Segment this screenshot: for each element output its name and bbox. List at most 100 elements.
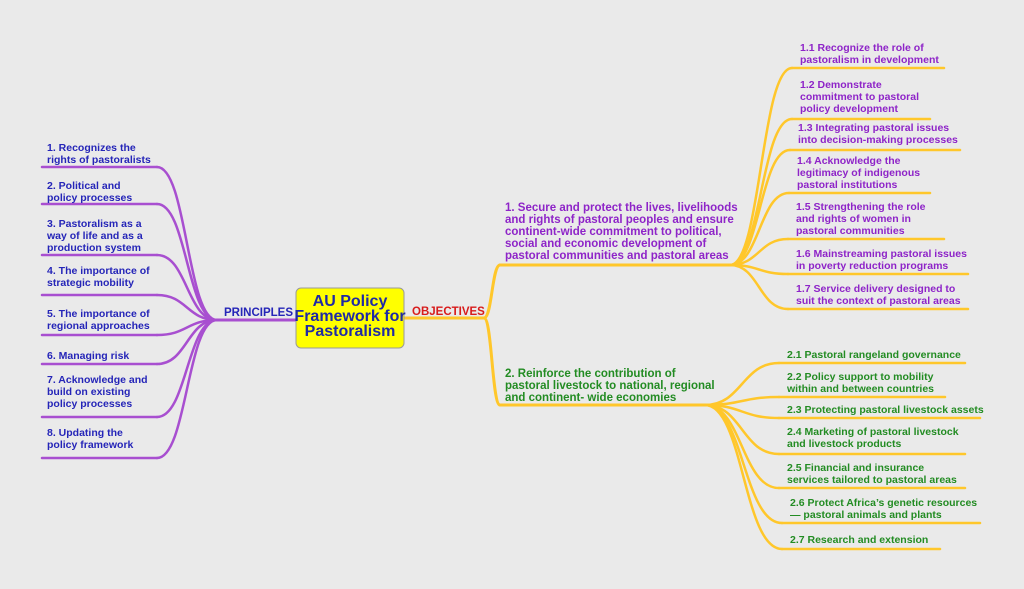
central-topic-line: Framework for	[294, 308, 405, 325]
objective-1-text-line: 1. Secure and protect the lives, livelih…	[505, 202, 738, 214]
objective-2-item-line: 2.6 Protect Africa’s genetic resources	[790, 497, 977, 509]
principle-item-line: 4. The importance of	[47, 265, 150, 277]
principle-item-line: way of life and as a	[46, 230, 143, 242]
objective-2-item-line: within and between countries	[786, 383, 934, 395]
central-topic-line: Pastoralism	[305, 323, 396, 340]
principle-branch-line	[155, 318, 219, 460]
principle-item-line: production system	[47, 242, 141, 254]
objective-1-text-line: continent-wide commitment to political,	[505, 226, 722, 238]
objective-2-text-line: 2. Reinforce the contribution of	[505, 368, 676, 380]
objective-leaf-line	[703, 403, 784, 551]
objective-1-item-line: pastoral institutions	[797, 179, 898, 191]
central-topic-box[interactable]	[295, 287, 405, 349]
principle-item-line: policy framework	[47, 439, 134, 451]
principle-item-line: 7. Acknowledge and	[47, 374, 148, 386]
principle-item[interactable]: 6. Managing risk	[47, 350, 129, 362]
objective-1-text-line: pastoral communities and pastoral areas	[505, 250, 729, 262]
objective-1-text[interactable]: 1. Secure and protect the lives, livelih…	[505, 202, 738, 262]
objective-leaf-line	[728, 191, 791, 267]
principles-label-line: PRINCIPLES	[224, 307, 293, 319]
central-topic-line: AU Policy	[313, 293, 388, 310]
objective-1-item-line: pastoral communities	[796, 225, 905, 237]
objective-leaf-line	[728, 66, 794, 267]
principle-item-line: 8. Updating the	[47, 427, 123, 439]
connector-lines	[40, 66, 982, 551]
objective-1-text-line: and rights of pastoral peoples and ensur…	[505, 214, 734, 226]
objective-branch-line	[482, 263, 502, 320]
objective-1-item-line: 1.2 Demonstrate	[800, 79, 882, 91]
objective-1-item-line: 1.4 Acknowledge the	[797, 155, 901, 167]
objective-1-item-line: into decision-making processes	[798, 134, 958, 146]
objective-1-item-line: 1.3 Integrating pastoral issues	[798, 122, 949, 134]
objective-2-item-line: 2.5 Financial and insurance	[787, 462, 924, 474]
objective-2-item-line: services tailored to pastoral areas	[787, 474, 957, 486]
principle-item-line: regional approaches	[47, 320, 150, 332]
objective-1-item-line: pastoralism in development	[800, 54, 939, 66]
principle-item-line: 1. Recognizes the	[47, 142, 136, 154]
principle-item-line: policy processes	[47, 398, 132, 410]
objective-2-item-line: 2.4 Marketing of pastoral livestock	[787, 426, 959, 438]
objectives-label[interactable]: OBJECTIVES	[412, 306, 485, 318]
objective-2-item-line: 2.7 Research and extension	[790, 534, 928, 546]
objective-leaf-line	[728, 148, 792, 267]
principle-branch-line	[155, 202, 219, 322]
objective-1-item-line: in poverty reduction programs	[796, 260, 948, 272]
objective-branch-line	[482, 316, 502, 407]
objective-1-item-line: and rights of women in	[796, 213, 911, 225]
objective-2-item-line: — pastoral animals and plants	[790, 509, 942, 521]
principle-branch-line	[155, 318, 219, 366]
objective-2-text-line: and continent- wide economies	[505, 392, 676, 404]
objective-2-item[interactable]: 2.1 Pastoral rangeland governance	[787, 349, 961, 361]
principle-item-line: 3. Pastoralism as a	[47, 218, 142, 230]
principle-branch-line	[155, 253, 219, 322]
objective-2-item-line: 2.1 Pastoral rangeland governance	[787, 349, 961, 361]
principle-item-line: 5. The importance of	[47, 308, 150, 320]
objective-2-item-line: 2.2 Policy support to mobility	[787, 371, 934, 383]
principle-item-line: strategic mobility	[47, 277, 134, 289]
objective-2-item[interactable]: 2.3 Protecting pastoral livestock assets	[787, 404, 984, 416]
objective-2-text-line: pastoral livestock to national, regional	[505, 380, 715, 392]
principles-label[interactable]: PRINCIPLES	[224, 307, 293, 319]
objective-1-item-line: suit the context of pastoral areas	[796, 295, 961, 307]
objectives-label-line: OBJECTIVES	[412, 306, 485, 318]
objective-1-item-line: legitimacy of indigenous	[797, 167, 920, 179]
principle-item-line: rights of pastoralists	[47, 154, 151, 166]
principle-item-line: 6. Managing risk	[47, 350, 129, 362]
principle-item-line: 2. Political and	[47, 180, 121, 192]
objective-2-item-line: and livestock products	[787, 438, 902, 450]
objective-1-text-line: social and economic development of	[505, 238, 706, 250]
objective-1-item-line: commitment to pastoral	[800, 91, 919, 103]
objective-1-item-line: 1.6 Mainstreaming pastoral issues	[796, 248, 967, 260]
principle-item-line: policy processes	[47, 192, 132, 204]
principle-item-line: build on existing	[47, 386, 130, 398]
objective-2-item-line: 2.3 Protecting pastoral livestock assets	[787, 404, 984, 416]
objective-1-item-line: policy development	[800, 103, 899, 115]
objective-2-item[interactable]: 2.6 Protect Africa’s genetic resources— …	[790, 497, 977, 521]
objective-1-item-line: 1.5 Strengthening the role	[796, 201, 926, 213]
objective-2-item[interactable]: 2.7 Research and extension	[790, 534, 928, 546]
objective-1-item-line: 1.7 Service delivery designed to	[796, 283, 955, 295]
objective-1-item-line: 1.1 Recognize the role of	[800, 42, 924, 54]
